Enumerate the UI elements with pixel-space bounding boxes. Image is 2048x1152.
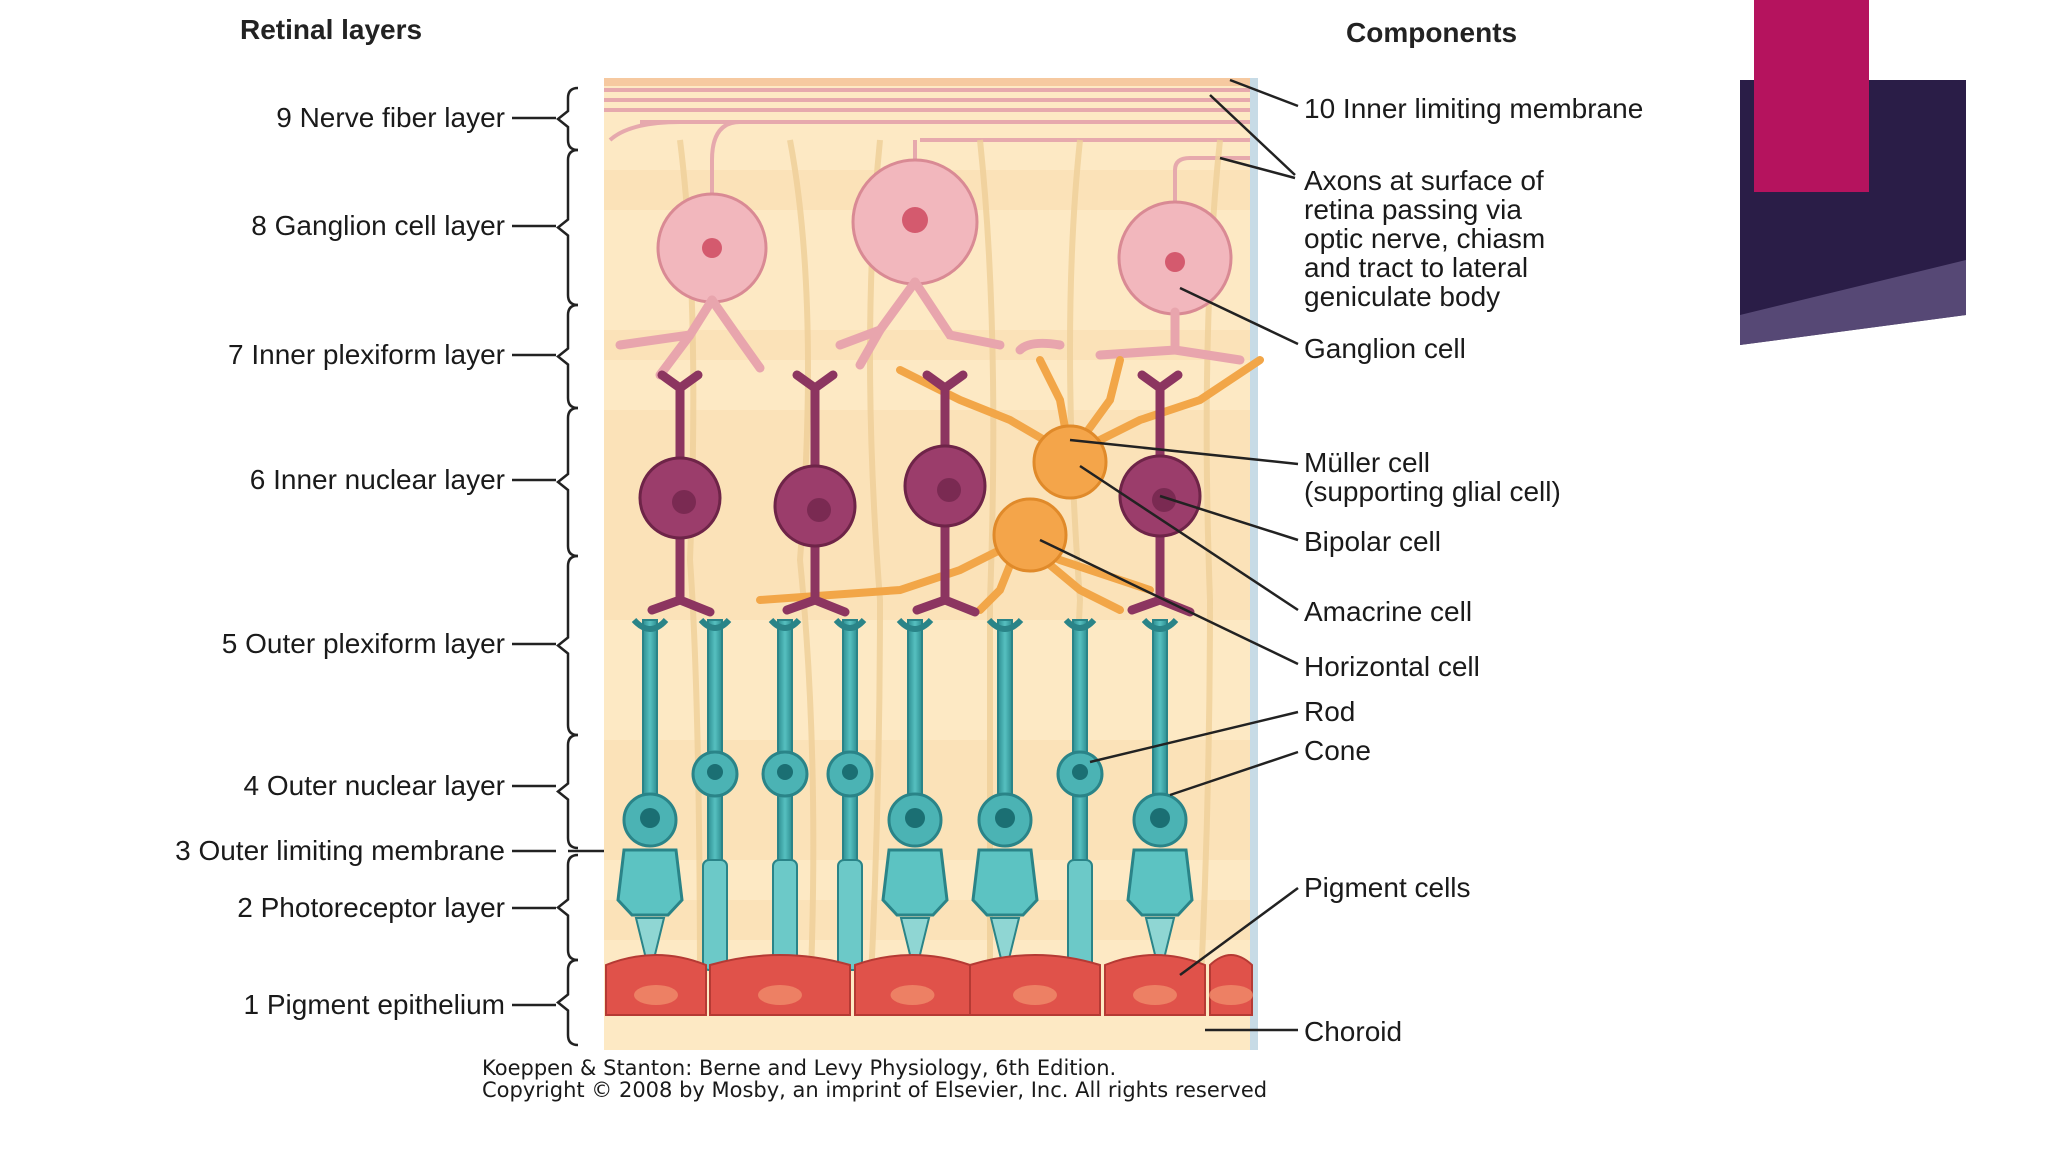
credit-line-1: Koeppen & Stanton: Berne and Levy Physio…	[482, 1056, 1117, 1080]
layer-bracket	[555, 733, 579, 850]
layer-label: 3 Outer limiting membrane	[175, 835, 505, 866]
component-label: 10 Inner limiting membrane	[1304, 93, 1644, 124]
rod-inner	[777, 619, 793, 871]
cone-nucleolus	[995, 808, 1015, 828]
component-label: Amacrine cell	[1304, 596, 1473, 627]
cone-axon	[907, 619, 923, 821]
amacrine-cell	[1032, 424, 1108, 500]
ganglion-dendrites	[615, 277, 1245, 380]
heading-retinal-layers: Retinal layers	[240, 14, 423, 45]
credit-line-2: Copyright © 2008 by Mosby, an imprint of…	[482, 1078, 1268, 1102]
layer-label: 4 Outer nuclear layer	[243, 770, 505, 801]
layer-label: 1 Pigment epithelium	[243, 989, 505, 1020]
layer-bracket	[555, 303, 579, 410]
cone-synapse	[896, 617, 934, 632]
cone-outer	[1144, 917, 1176, 976]
axon-lines	[604, 88, 1250, 230]
layer-brackets	[512, 86, 604, 1047]
layer-label: 9 Nerve fiber layer	[276, 102, 505, 133]
rod-inner	[1072, 619, 1088, 871]
layer-label: 8 Ganglion cell layer	[251, 210, 505, 241]
rod-nucleolus	[1072, 764, 1088, 780]
component-label: Müller cell (supporting glial cell)	[1304, 447, 1561, 507]
cone-synapse	[631, 617, 669, 632]
rod-nucleolus	[842, 764, 858, 780]
cone-inner	[881, 848, 949, 917]
ganglion-nuclei	[702, 207, 1185, 272]
pigment-nucleus	[758, 985, 802, 1005]
inner-limiting-membrane	[604, 78, 1252, 86]
rod-inner	[842, 619, 858, 871]
pigment-nucleus	[634, 985, 678, 1005]
component-label: Horizontal cell	[1304, 651, 1480, 682]
layer-label: 6 Inner nuclear layer	[249, 464, 505, 495]
rod-nucleolus	[707, 764, 723, 780]
pigment-cells	[605, 954, 1253, 1016]
cone-nucleolus	[905, 808, 925, 828]
cone-outer	[899, 917, 931, 976]
rod-synapse	[833, 617, 867, 631]
bipolar-cells	[638, 370, 1202, 617]
rod-synapse	[1063, 617, 1097, 631]
component-label: Axons at surface of retina passing via o…	[1304, 165, 1546, 312]
cone-axon	[642, 619, 658, 821]
slide-accent-magenta	[1754, 0, 1869, 192]
bipolar-nucleus	[672, 490, 696, 514]
rod-nucleolus	[777, 764, 793, 780]
pigment-nucleus	[1133, 985, 1177, 1005]
rod-outer	[702, 859, 728, 971]
cone-nucleolus	[640, 808, 660, 828]
bipolar-nucleus	[807, 498, 831, 522]
bipolar-nucleus	[937, 478, 961, 502]
rod-synapse	[768, 617, 802, 631]
component-label: Pigment cells	[1304, 872, 1471, 903]
component-pointers	[1039, 78, 1299, 1032]
layer-bracket	[555, 958, 579, 1047]
layer-bracket	[555, 853, 579, 962]
amacrine-processes	[756, 356, 1264, 614]
rod-outer	[772, 859, 798, 971]
pigment-nucleus	[890, 985, 935, 1005]
heading-components: Components	[1346, 17, 1518, 48]
cone-outer	[989, 917, 1021, 976]
cone-inner	[616, 848, 684, 917]
pigment-nucleus	[1209, 985, 1253, 1005]
layer-label: 2 Photoreceptor layer	[237, 892, 505, 923]
component-label: Bipolar cell	[1304, 526, 1441, 557]
cone-axon	[1152, 619, 1168, 821]
cone-nucleolus	[1150, 808, 1170, 828]
layer-bracket	[555, 554, 579, 737]
rod-synapse	[698, 617, 732, 631]
layer-bracket	[555, 148, 579, 307]
component-label: Rod	[1304, 696, 1356, 727]
rod-outer	[837, 859, 863, 971]
horizontal-cell	[992, 497, 1068, 573]
choroid-edge	[1250, 78, 1258, 1050]
pigment-nucleus	[1013, 985, 1057, 1005]
component-label: Choroid	[1304, 1016, 1403, 1047]
rod-outer	[1067, 859, 1093, 971]
bipolar-nucleus	[1152, 488, 1176, 512]
rod-inner	[707, 619, 723, 871]
component-label: Cone	[1304, 735, 1371, 766]
layer-bracket	[555, 406, 579, 558]
layer-bracket	[555, 86, 579, 152]
component-label: Ganglion cell	[1304, 333, 1466, 364]
cone-outer	[634, 917, 666, 976]
cone-inner	[971, 848, 1039, 917]
cone-synapse	[986, 617, 1024, 632]
cone-inner	[1126, 848, 1194, 917]
cone-synapse	[1141, 617, 1179, 632]
layer-label: 7 Inner plexiform layer	[227, 339, 505, 370]
cone-axon	[997, 619, 1013, 821]
layer-label: 5 Outer plexiform layer	[221, 628, 505, 659]
